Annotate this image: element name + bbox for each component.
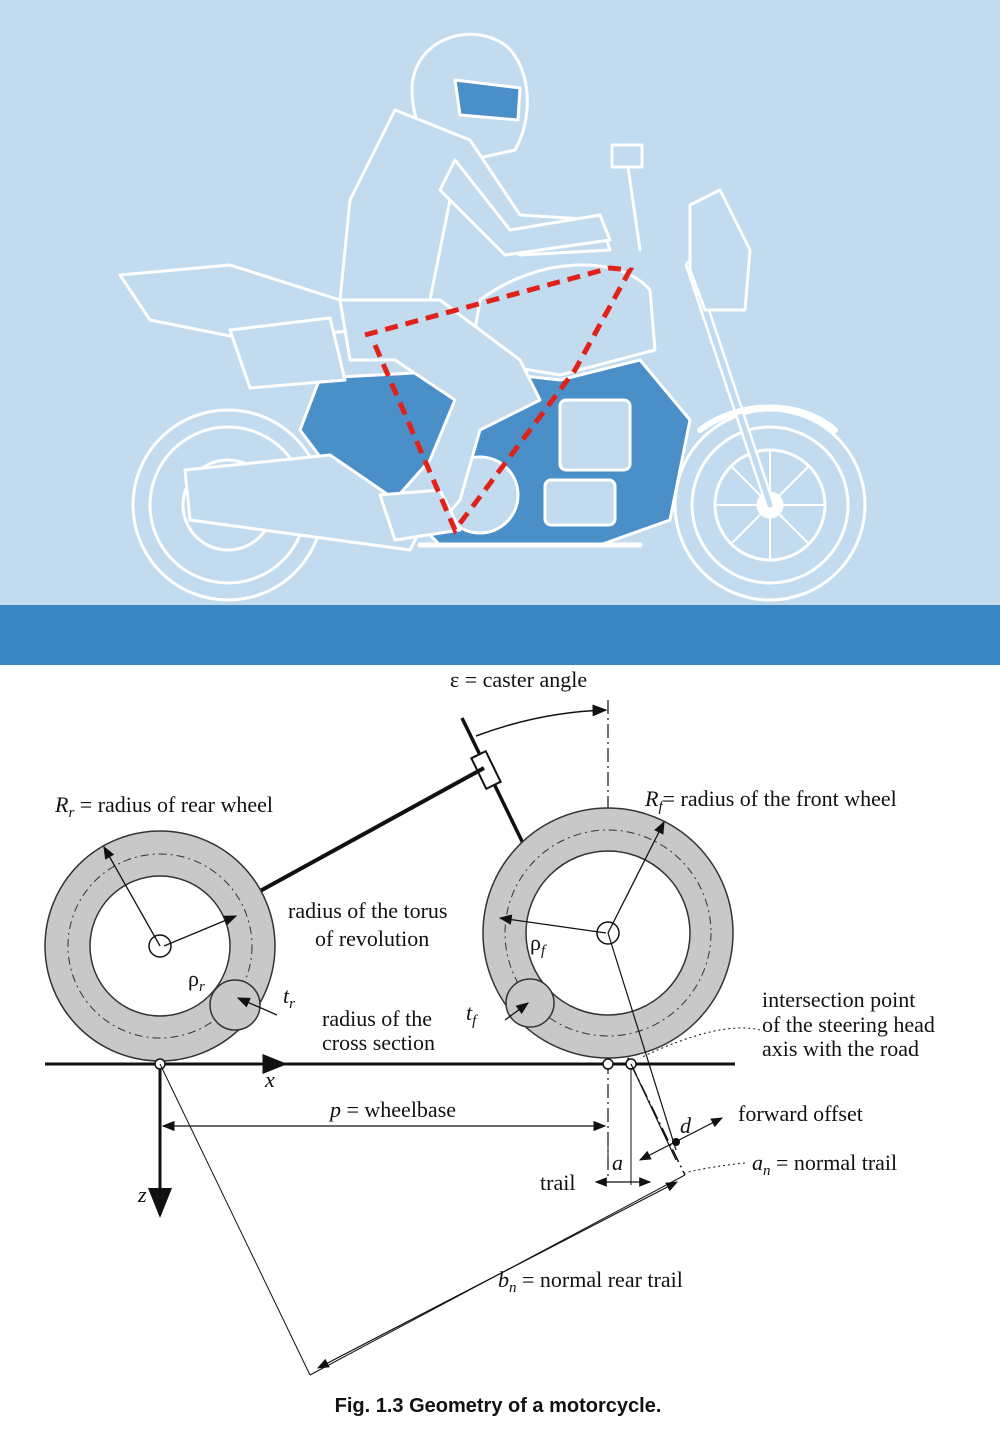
trail-symbol: a	[612, 1150, 623, 1175]
motorcycle-illustration	[0, 0, 1000, 665]
t-r-label: tr	[283, 983, 295, 1012]
forward-offset-dimension	[638, 1117, 724, 1161]
forward-offset-symbol: d	[680, 1113, 692, 1138]
motorcycle-icon	[118, 143, 867, 602]
rear-radius-label: Rr = radius of rear wheel	[54, 792, 273, 821]
geometry-diagram: ε = caster angle	[44, 667, 935, 1417]
torus-label-line-1: radius of the torus	[288, 898, 447, 923]
figure-caption: Fig. 1.3 Geometry of a motorcycle.	[335, 1395, 662, 1417]
x-axis-label: x	[264, 1067, 275, 1092]
caster-angle-label: ε = caster angle	[450, 667, 587, 692]
forward-offset-label: forward offset	[738, 1101, 863, 1126]
rider-icon	[338, 32, 612, 542]
caster-angle-arc	[475, 704, 608, 737]
normal-rear-trail-label: bn = normal rear trail	[498, 1267, 683, 1296]
t-f-label: tf	[466, 1000, 478, 1029]
headlight-fairing-icon	[688, 188, 752, 312]
rho-f-label: ρf	[530, 930, 547, 959]
cross-section-label-line-1: radius of the	[322, 1006, 432, 1031]
steering-head	[470, 749, 502, 791]
cross-section-label-line-2: cross section	[322, 1030, 435, 1055]
intersection-label-line-2: of the steering head	[762, 1012, 935, 1037]
trail-label: trail	[540, 1170, 575, 1195]
z-axis-label: z	[137, 1182, 147, 1207]
normal-rear-trail-dimension	[316, 1181, 679, 1369]
front-radius-label: Rf= radius of the front wheel	[644, 786, 897, 815]
rho-r-label: ρr	[188, 966, 205, 995]
wheelbase-label: p = wheelbase	[328, 1097, 456, 1122]
normal-trail-label: an = normal trail	[752, 1150, 897, 1179]
intersection-label-line-3: axis with the road	[762, 1036, 919, 1061]
torus-label-line-2: of revolution	[315, 926, 429, 951]
ground-strip	[0, 605, 1000, 665]
intersection-label-line-1: intersection point	[762, 987, 915, 1012]
ergonomic-triangle	[364, 265, 635, 535]
